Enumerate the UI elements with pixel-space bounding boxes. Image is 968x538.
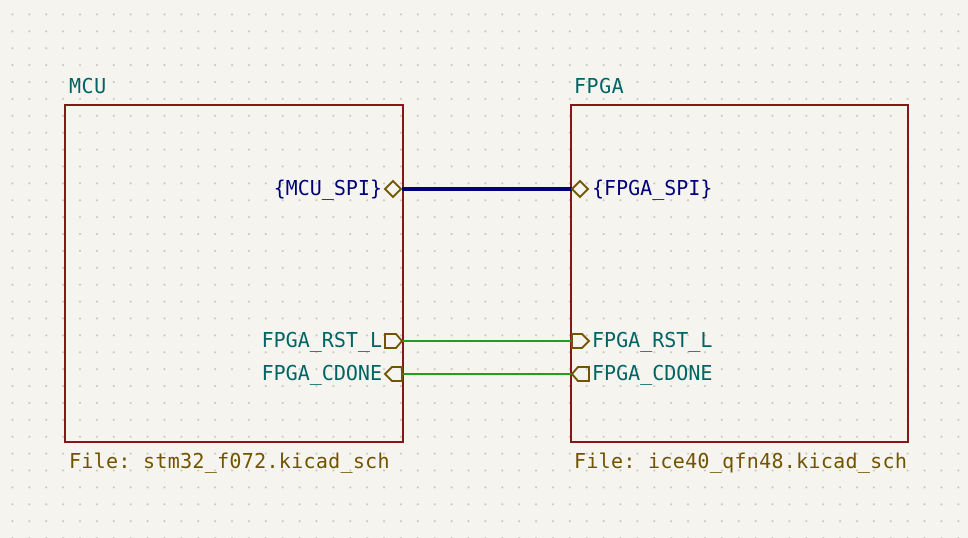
fpga-sheet-name: FPGA bbox=[574, 74, 625, 98]
fpga-spi-bidir-pin-icon[interactable] bbox=[570, 179, 590, 199]
fpga-cdone-pin-label: FPGA_CDONE bbox=[592, 361, 713, 385]
mcu-rst-output-pin-icon[interactable] bbox=[384, 333, 404, 349]
mcu-cdone-input-pin-icon[interactable] bbox=[383, 366, 403, 382]
fpga-cdone-output-pin-icon[interactable] bbox=[570, 366, 590, 382]
mcu-spi-bidir-pin-icon[interactable] bbox=[383, 179, 403, 199]
fpga-rst-input-pin-icon[interactable] bbox=[571, 333, 591, 349]
fpga-rst-pin-label: FPGA_RST_L bbox=[592, 328, 713, 352]
mcu-spi-pin-label: {MCU_SPI} bbox=[273, 176, 382, 200]
fpga-spi-pin-label: {FPGA_SPI} bbox=[592, 176, 713, 200]
mcu-cdone-pin-label: FPGA_CDONE bbox=[261, 361, 382, 385]
fpga-sheet[interactable] bbox=[570, 104, 909, 443]
mcu-sheet[interactable] bbox=[64, 104, 404, 443]
mcu-rst-pin-label: FPGA_RST_L bbox=[261, 328, 382, 352]
mcu-sheet-file: File: stm32_f072.kicad_sch bbox=[69, 449, 390, 473]
fpga-sheet-file: File: ice40_qfn48.kicad_sch bbox=[574, 449, 908, 473]
mcu-sheet-name: MCU bbox=[69, 74, 107, 98]
